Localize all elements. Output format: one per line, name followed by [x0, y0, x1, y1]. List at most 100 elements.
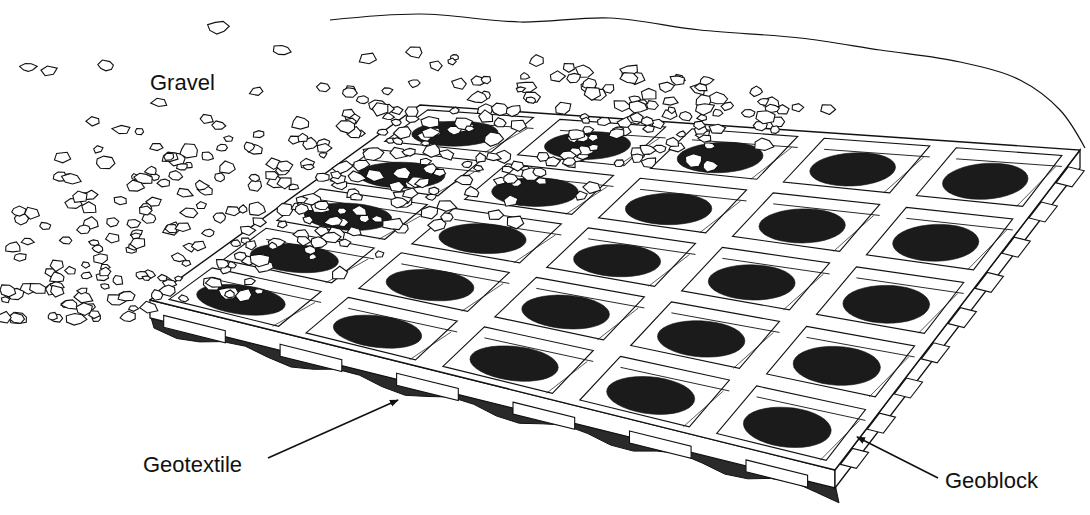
gravel-stone [277, 203, 292, 215]
gravel-stone [1, 297, 9, 303]
cell-opening [783, 138, 929, 193]
gravel-stone [175, 276, 183, 281]
gravel-stone [375, 251, 383, 257]
drain-hole [793, 346, 880, 385]
gravel-stone [196, 180, 210, 190]
grid-cell [767, 326, 915, 396]
edge-tab [164, 315, 226, 342]
grid-cell [817, 267, 964, 333]
gravel-stone [521, 73, 530, 79]
gravel-stone [642, 117, 654, 126]
gravel-stone [448, 58, 456, 65]
gravel-stone [192, 241, 206, 251]
gravel-stone [659, 82, 674, 92]
drain-hole [625, 193, 711, 224]
grid-cell [547, 228, 696, 286]
gravel-stone [455, 175, 473, 184]
gravel-stone [213, 213, 225, 223]
part-label: Geoblock [945, 468, 1038, 494]
gravel-stone [98, 60, 114, 71]
grid-cell [518, 119, 666, 165]
gravel-stone [491, 103, 508, 115]
gravel-stone [317, 144, 332, 153]
gravel-stone [465, 126, 475, 132]
gravel-stone [89, 311, 100, 319]
gravel-stone [391, 119, 401, 126]
gravel-stone [393, 138, 403, 145]
gravel-stone [421, 117, 439, 128]
grid-cell [306, 297, 457, 359]
gravel-stone [366, 169, 385, 181]
gravel-stone [352, 205, 367, 215]
gravel-stone [517, 82, 537, 92]
gravel-stone [582, 117, 590, 123]
gravel-stone [278, 221, 287, 228]
gravel-stone [583, 182, 601, 194]
gravel-stone [135, 129, 144, 135]
cell-opening [866, 207, 1012, 269]
gravel-stone [6, 242, 20, 252]
leader-arrow [857, 437, 938, 478]
drain-hole [677, 142, 763, 173]
leader-lines [268, 400, 938, 478]
gravel-stone [433, 169, 446, 176]
gravel-stone [77, 225, 90, 234]
gravel-stone [180, 208, 198, 218]
gravel-stone [55, 152, 71, 163]
gravel-stone [474, 165, 484, 171]
gravel-stone [697, 115, 707, 121]
gravel-stone [750, 86, 763, 96]
part-label: Gravel [150, 70, 215, 96]
drain-hole [439, 224, 526, 254]
gravel-stone [713, 109, 723, 116]
gravel-stone [205, 277, 222, 287]
gravel-stone [821, 105, 836, 115]
gravel-stone [220, 161, 235, 173]
gravel-stone [511, 120, 526, 131]
cell-opening [651, 129, 798, 180]
gravel-stone [177, 188, 193, 197]
gravel-stone [403, 188, 418, 198]
gravel-stone [647, 101, 659, 110]
gravel-stone [685, 154, 701, 167]
gravel-stone [588, 134, 599, 141]
gravel-stone [620, 73, 638, 84]
gravel-stone [273, 46, 291, 55]
gravel-stone [609, 129, 624, 139]
gravel-stone [584, 87, 600, 100]
gravel-stone [245, 278, 256, 285]
gravel-stone [348, 171, 366, 182]
grid-cell [465, 164, 614, 215]
grid-cell [717, 386, 866, 460]
cell-opening [733, 193, 880, 251]
gravel-stone [182, 261, 191, 267]
drain-hole [943, 163, 1029, 199]
gravel-stone [151, 98, 167, 106]
gravel-stone [406, 47, 422, 58]
gravel-stone [506, 106, 520, 117]
gravel-stone [391, 197, 408, 208]
gravel-stone [677, 131, 686, 137]
gravel-stone [698, 135, 711, 142]
gravel-stone [217, 144, 228, 151]
gravel-stone [225, 290, 234, 298]
gravel-stone [234, 252, 246, 260]
drain-hole [708, 265, 795, 300]
gravel-stone [142, 214, 156, 224]
grid-cell [783, 138, 929, 193]
gravel-stone [372, 103, 388, 116]
gravel-stone [50, 260, 63, 271]
cell-opening [518, 119, 666, 165]
gravel-stone [106, 233, 119, 243]
gravel-stone [488, 210, 503, 220]
gravel-stone [321, 232, 342, 242]
gravel-stone [65, 266, 76, 274]
gravel-stone [533, 168, 546, 177]
grid-cell [169, 268, 321, 326]
gravel-stone [421, 141, 430, 146]
gravel-stone [50, 272, 64, 282]
drain-hole [893, 224, 979, 261]
gravel-stone [235, 289, 251, 302]
gravel-stone [146, 197, 161, 206]
gravel-stone [550, 71, 565, 82]
